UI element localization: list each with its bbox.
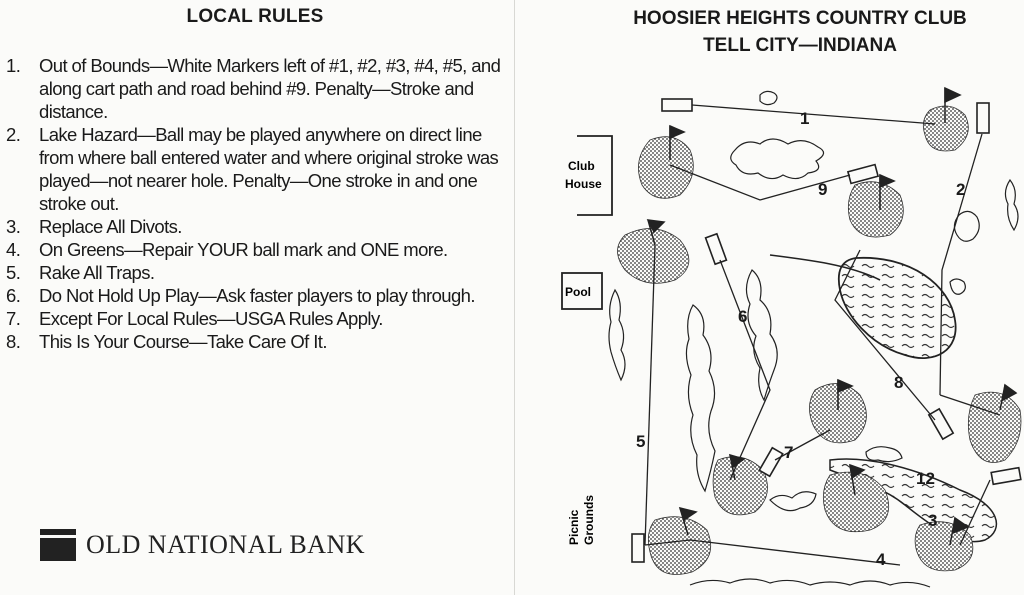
rule-item: 3.Replace All Divots.: [6, 216, 182, 237]
rule-item: 7.Except For Local Rules—USGA Rules Appl…: [6, 308, 383, 329]
svg-text:Picnic: Picnic: [567, 509, 581, 545]
bank-logo-icon: [40, 529, 76, 561]
clubhouse-label: Club: [568, 159, 595, 173]
pool-label: Pool: [565, 285, 591, 299]
hole-number: 1: [800, 109, 809, 128]
svg-text:Grounds: Grounds: [582, 495, 596, 545]
hole-number: 9: [818, 180, 827, 199]
trees: [608, 90, 1019, 588]
rule-item: 1.Out of Bounds—White Markers left of #1…: [6, 55, 501, 122]
flag-icon: [646, 86, 1018, 546]
hole-number: 4: [876, 550, 886, 569]
sponsor-name: OLD NATIONAL BANK: [86, 530, 366, 559]
pool-box: Pool: [561, 272, 603, 310]
greens: [617, 105, 1022, 575]
hole-number: 2: [956, 180, 965, 199]
local-rules-panel: LOCAL RULES 1.Out of Bounds—White Marker…: [6, 6, 506, 562]
sponsor-block: OLD NATIONAL BANK: [40, 528, 365, 562]
course-map: Club House Pool Picnic Grounds: [561, 86, 1022, 588]
hole-number: 3: [928, 511, 937, 530]
hole-number: 7: [784, 443, 793, 462]
fairway-lines: [644, 104, 1001, 566]
rule-item: 2.Lake Hazard—Ball may be played anywher…: [6, 124, 499, 214]
hole-number: 12: [916, 469, 935, 488]
rule-item: 5.Rake All Traps.: [6, 262, 155, 283]
rule-item: 4.On Greens—Repair YOUR ball mark and ON…: [6, 239, 448, 260]
course-title: HOOSIER HEIGHTS COUNTRY CLUB TELL CITY—I…: [560, 5, 1024, 59]
course-name: HOOSIER HEIGHTS COUNTRY CLUB: [633, 8, 967, 29]
hole-number: 6: [738, 307, 747, 326]
rule-item: 6.Do Not Hold Up Play—Ask faster players…: [6, 285, 475, 306]
hole-number: 8: [894, 373, 903, 392]
course-location: TELL CITY—INDIANA: [703, 35, 897, 56]
picnic-label: Picnic Grounds: [567, 495, 596, 545]
rule-item: 8.This Is Your Course—Take Care Of It.: [6, 331, 327, 352]
hole-number: 5: [636, 432, 645, 451]
rules-list: 1.Out of Bounds—White Markers left of #1…: [6, 54, 506, 353]
page-fold: [514, 0, 515, 595]
local-rules-title: LOCAL RULES: [186, 6, 324, 27]
clubhouse-label: House: [565, 177, 602, 191]
clubhouse-box: Club House: [565, 135, 613, 216]
hole-numbers: 1 2 3 4 5 6 7 8 9 12: [636, 109, 965, 569]
